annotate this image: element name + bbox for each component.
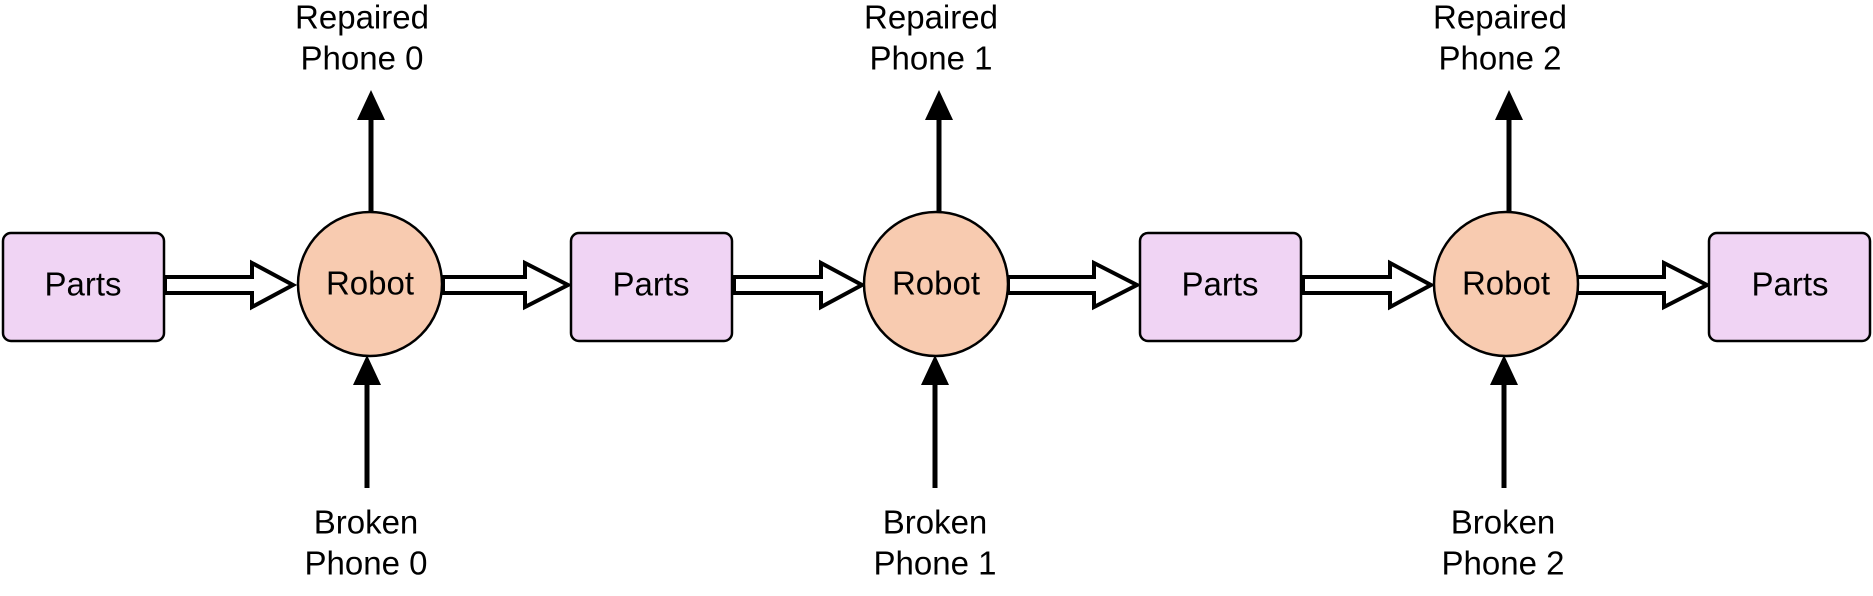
robot-1-input-label-line2: Phone 1	[874, 545, 997, 582]
parts-box-3: Parts	[1707, 231, 1872, 343]
parts-box-2: Parts	[1138, 231, 1303, 343]
parts-box-0: Parts	[1, 231, 166, 343]
robot-0: Robot Repaired Phone 0 Broken Phone 0	[295, 0, 444, 582]
robot-1-label: Robot	[892, 265, 980, 302]
robot-2-input-label: Broken	[1451, 504, 1556, 541]
robot-0-input-label: Broken	[314, 504, 419, 541]
flow-arrow-robot0-to-parts1	[441, 259, 573, 311]
flow-arrows	[163, 259, 1712, 311]
robot-1-shape	[862, 210, 1010, 358]
robot-2-input-label-line2: Phone 2	[1442, 545, 1565, 582]
flow-arrow-parts1-to-robot1	[732, 259, 867, 311]
robot-0-output-arrowhead	[357, 90, 385, 120]
parts-box-1: Parts	[569, 231, 734, 343]
flow-arrow-parts2-to-robot2	[1301, 259, 1436, 311]
flow-arrow-robot1-to-parts2	[1006, 259, 1142, 311]
robot-1: Robot Repaired Phone 1 Broken Phone 1	[862, 0, 1010, 582]
robot-1-output-arrowhead	[925, 90, 953, 120]
robot-0-label: Robot	[326, 265, 414, 302]
flow-arrow-parts0-to-robot0	[163, 259, 298, 311]
robot-0-input-label-line2: Phone 0	[305, 545, 428, 582]
robot-2-label: Robot	[1462, 265, 1550, 302]
robot-2-output-label-line2: Phone 2	[1439, 40, 1562, 77]
parts-box-1-shape	[569, 231, 734, 343]
parts-box-3-shape	[1707, 231, 1872, 343]
robot-2-output-arrowhead	[1495, 90, 1523, 120]
robot-1-output-label-line2: Phone 1	[870, 40, 993, 77]
flow-arrow-robot2-to-parts3	[1575, 259, 1712, 311]
robot-0-shape	[296, 210, 444, 358]
robot-1-input-arrowhead	[921, 355, 949, 385]
robot-0-input-arrowhead	[353, 355, 381, 385]
parts-box-3-label: Parts	[1751, 266, 1828, 303]
parts-box-2-shape	[1138, 231, 1303, 343]
robot-2-output-label: Repaired	[1433, 0, 1567, 36]
robot-2: Robot Repaired Phone 2 Broken Phone 2	[1432, 0, 1580, 582]
robot-0-output-label-line2: Phone 0	[301, 40, 424, 77]
parts-box-1-label: Parts	[612, 266, 689, 303]
robot-1-output-label: Repaired	[864, 0, 998, 36]
parts-box-0-shape	[1, 231, 166, 343]
robot-0-output-label: Repaired	[295, 0, 429, 36]
robot-2-shape	[1432, 210, 1580, 358]
robot-2-input-arrowhead	[1490, 355, 1518, 385]
parts-box-0-label: Parts	[44, 266, 121, 303]
parts-box-2-label: Parts	[1181, 266, 1258, 303]
robot-1-input-label: Broken	[883, 504, 988, 541]
